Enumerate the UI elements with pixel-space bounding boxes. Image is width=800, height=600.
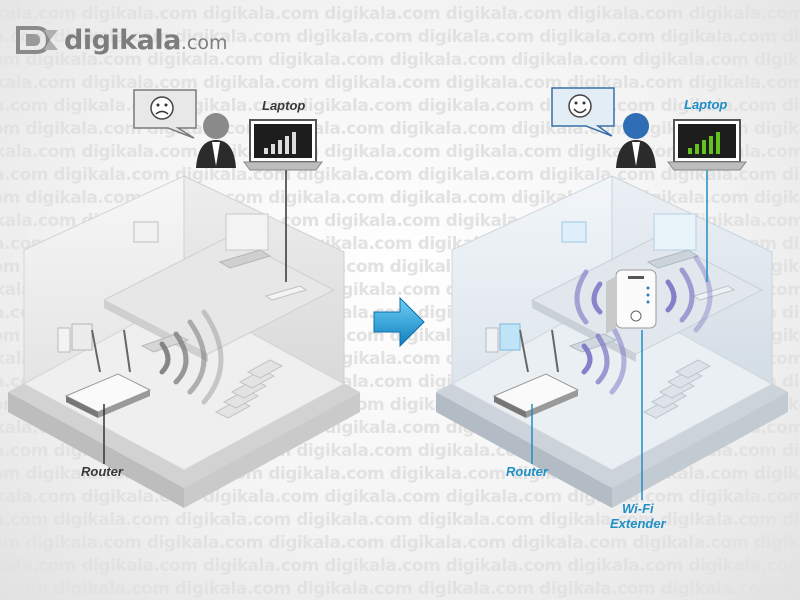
window: [225, 213, 269, 251]
house-diagram-right: [436, 87, 788, 508]
signal-bars-strong-icon: [688, 132, 720, 154]
sad-speech-bubble: [133, 89, 197, 139]
router-label-left: Router: [81, 464, 123, 479]
transition-arrow-icon: [373, 296, 425, 348]
wifi-extender-device: [606, 269, 657, 334]
digikala-logo-icon: [16, 26, 58, 54]
happy-speech-bubble: [551, 87, 615, 137]
scene-without-extender: Laptop Router: [0, 0, 372, 600]
laptop-label-left: Laptop: [262, 98, 306, 113]
tv: [71, 323, 93, 351]
wall-picture: [133, 221, 159, 243]
extender-label: Wi-Fi Extender: [610, 501, 666, 531]
laptop-label-right: Laptop: [684, 97, 728, 112]
sad-face-icon: [150, 96, 174, 120]
router-label-right: Router: [506, 464, 548, 479]
happy-face-icon: [568, 94, 592, 118]
extender-signal-arcs: [574, 255, 713, 333]
wifi-signal-arcs: [159, 309, 224, 405]
extender-label-line2: Extender: [610, 516, 666, 531]
extender-label-line1: Wi-Fi: [621, 501, 654, 516]
desk: [264, 285, 308, 301]
laptop-strong-signal: [667, 119, 747, 171]
signal-bars-weak-icon: [264, 132, 296, 154]
house-diagram-left: [8, 89, 360, 508]
router-device-right: [492, 329, 580, 418]
upper-sofa: [218, 249, 272, 269]
laptop-weak-signal: [243, 119, 323, 171]
person-icon-right: [616, 113, 656, 168]
staircase: [214, 359, 284, 419]
router-device: [64, 329, 152, 418]
logo-wordmark: digikala: [64, 24, 181, 56]
scene-with-extender: Laptop Router Wi-Fi Extender: [428, 0, 800, 600]
person-icon: [196, 113, 236, 168]
router-signal-arcs: [581, 323, 627, 395]
logo-tld: .com: [180, 32, 228, 54]
digikala-logo: digikala .com: [14, 22, 227, 58]
